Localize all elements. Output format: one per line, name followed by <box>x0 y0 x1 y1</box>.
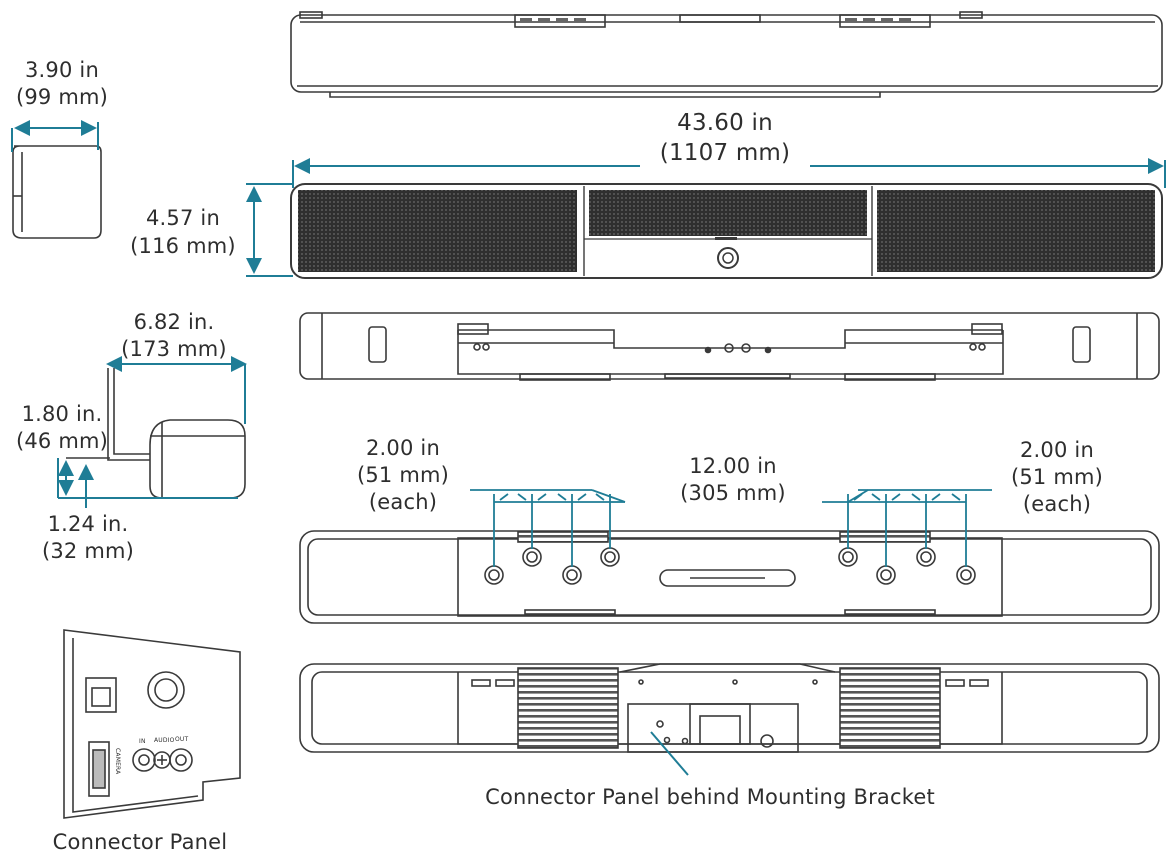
mounting-hole <box>600 547 620 567</box>
depth-in: 3.90 in <box>25 58 99 82</box>
dimension-tick <box>911 493 921 501</box>
width-dimension-label: 43.60 in (1107 mm) <box>630 112 820 165</box>
connector-panel-illustration <box>63 629 241 819</box>
bracket-note-caption: Connector Panel behind Mounting Bracket <box>485 785 935 809</box>
hole-right-spacing-label: 2.00 in (51 mm) (each) <box>994 440 1120 515</box>
audio-in-label: IN <box>139 738 146 745</box>
hole-left-spacing-label: 2.00 in (51 mm) (each) <box>340 438 466 513</box>
bracket-view <box>299 530 1160 624</box>
mount-depth-label: 6.82 in. (173 mm) <box>110 312 238 360</box>
side-view <box>12 145 102 239</box>
hole-right-note: (each) <box>1022 492 1092 516</box>
dimension-tick <box>595 493 605 501</box>
height-in: 4.57 in <box>146 206 220 230</box>
mounting-holes <box>484 547 976 585</box>
mounting-hole <box>876 565 896 585</box>
mount-height-label: 1.80 in. (46 mm) <box>4 404 120 452</box>
mount-height-mm: (46 mm) <box>15 429 109 453</box>
mount-height-in: 1.80 in. <box>21 402 103 426</box>
hole-center-mm: (305 mm) <box>680 481 786 505</box>
callout-line <box>650 731 689 776</box>
mounting-hole <box>838 547 858 567</box>
rear-view <box>299 312 1160 381</box>
mount-offset-in: 1.24 in. <box>47 512 129 536</box>
hole-center-in: 12.00 in <box>689 454 777 478</box>
width-mm: (1107 mm) <box>659 140 791 166</box>
mounting-hole <box>562 565 582 585</box>
mounting-hole <box>956 565 976 585</box>
mount-depth-mm: (173 mm) <box>121 337 227 361</box>
dimension-lines <box>11 120 1166 508</box>
camera-port-label: CAMERA <box>114 748 121 775</box>
mounting-hole <box>522 547 542 567</box>
mounting-hole <box>916 547 936 567</box>
audio-out-label: OUT <box>175 736 189 743</box>
dimension-tick <box>557 493 567 501</box>
dimension-tick <box>871 493 881 501</box>
hole-right-mm: (51 mm) <box>1010 465 1104 489</box>
hole-spacing-dimensions <box>470 489 992 567</box>
dimension-tick <box>517 493 527 501</box>
width-in: 43.60 in <box>677 110 773 136</box>
dimension-tick <box>537 493 547 501</box>
hole-left-note: (each) <box>368 490 438 514</box>
hole-left-in: 2.00 in <box>366 436 440 460</box>
hole-center-spacing-label: 12.00 in (305 mm) <box>660 456 806 504</box>
front-view <box>290 183 1163 279</box>
dimension-tick <box>577 493 587 501</box>
top-view <box>290 11 1163 98</box>
dimension-tick <box>591 489 626 503</box>
depth-dimension-label: 3.90 in (99 mm) <box>0 60 124 108</box>
connector-panel-caption: Connector Panel <box>52 830 228 854</box>
height-mm: (116 mm) <box>130 234 236 258</box>
mount-offset-label: 1.24 in. (32 mm) <box>30 514 146 562</box>
bottom-view <box>299 663 1160 753</box>
hole-left-mm: (51 mm) <box>356 463 450 487</box>
mount-depth-in: 6.82 in. <box>133 310 215 334</box>
dimension-tick <box>853 493 863 501</box>
dimension-tick <box>891 493 901 501</box>
depth-mm: (99 mm) <box>15 85 109 109</box>
mounting-hole <box>484 565 504 585</box>
dimension-tick <box>931 493 941 501</box>
hole-right-in: 2.00 in <box>1020 438 1094 462</box>
wall-mount-profile <box>66 368 246 499</box>
dimension-tick <box>951 493 961 501</box>
height-dimension-label: 4.57 in (116 mm) <box>120 208 246 257</box>
dimension-tick <box>499 493 509 501</box>
audio-label: AUDIO <box>154 737 175 744</box>
mount-offset-mm: (32 mm) <box>41 539 135 563</box>
